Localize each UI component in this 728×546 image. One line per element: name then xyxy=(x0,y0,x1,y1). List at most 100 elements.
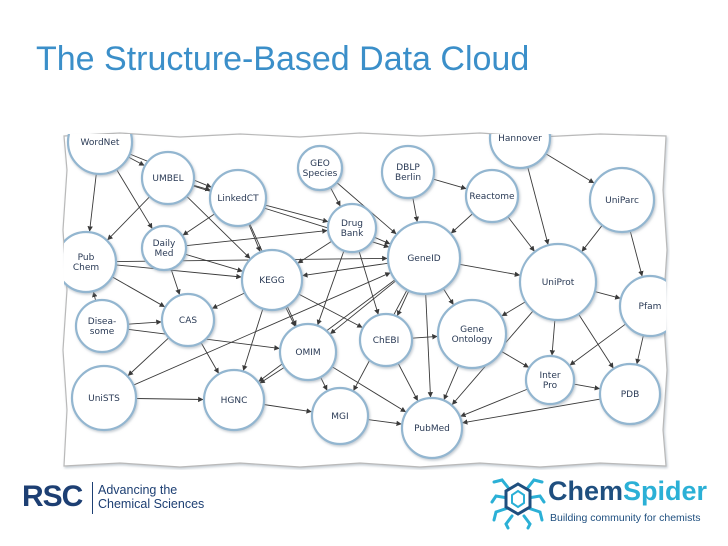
node-label-dailymed: Med xyxy=(154,249,173,259)
node-circle-chebi xyxy=(358,312,414,368)
node-circle-pfam xyxy=(618,274,666,338)
node-label-pfam: Pfam xyxy=(639,302,662,312)
edge-drugbank-geneid xyxy=(374,236,391,245)
edge-umbel-linkedct xyxy=(192,184,211,192)
edge-uniprot-pdb xyxy=(578,313,614,369)
chemspider-word-spider: Spider xyxy=(623,476,708,506)
node-label-dblp: Berlin xyxy=(395,173,421,183)
node-label-linkedct: LinkedCT xyxy=(217,194,259,204)
edge-dailymed-kegg xyxy=(184,253,243,273)
node-circle-linkedct xyxy=(208,168,268,228)
node-label-omim: OMIM xyxy=(295,348,320,358)
node-circle-geneontology xyxy=(436,298,508,370)
node-label-pubchem: Chem xyxy=(73,263,99,273)
node-circle-pdb xyxy=(598,362,662,426)
node-label-pubmed: PubMed xyxy=(414,424,450,434)
edge-hannover-uniparc xyxy=(545,153,595,184)
node-label-diseasome: some xyxy=(90,327,115,337)
edge-uniprot-interpro xyxy=(549,319,556,356)
node-label-chebi: ChEBI xyxy=(373,336,400,346)
edge-pfam-interpro xyxy=(569,323,627,366)
node-chebi: ChEBI xyxy=(358,312,414,368)
node-label-diseasome: Disea- xyxy=(88,317,116,327)
node-circle-wordnet xyxy=(66,134,134,176)
node-wordnet: WordNet xyxy=(66,134,134,176)
edge-mgi-pubmed xyxy=(367,419,402,427)
edge-kegg-hgnc xyxy=(242,308,264,371)
edge-reactome-uniprot xyxy=(507,216,535,252)
node-geneid: GeneID xyxy=(386,220,462,296)
edge-linkedct-kegg xyxy=(248,223,261,252)
chemspider-spider-icon xyxy=(490,478,546,530)
edge-cas-hgnc xyxy=(200,342,219,374)
node-cas: CAS xyxy=(160,292,216,348)
rsc-divider xyxy=(92,482,93,514)
edge-dblp-reactome xyxy=(432,178,467,190)
chemspider-logo: ChemSpider Building community for chemis… xyxy=(490,470,720,536)
node-circle-geneid xyxy=(386,220,462,296)
edge-umbel-kegg xyxy=(186,195,251,259)
node-label-dblp: DBLP xyxy=(396,163,420,173)
edge-pubchem-cas xyxy=(111,276,165,308)
node-hannover: Hannover xyxy=(488,134,552,170)
edge-dblp-geneid xyxy=(412,197,419,223)
node-pubmed: PubMed xyxy=(400,396,464,460)
edge-diseasome-pubchem xyxy=(92,291,98,301)
edge-drugbank-omim xyxy=(316,250,345,326)
edge-hannover-uniprot xyxy=(527,166,550,245)
node-label-reactome: Reactome xyxy=(469,192,515,202)
edge-wordnet-dailymed xyxy=(116,169,153,229)
rsc-tagline-line2: Chemical Sciences xyxy=(98,497,205,511)
node-label-geneontology: Gene xyxy=(460,325,484,335)
node-diseasome: Disea-some xyxy=(74,298,130,354)
node-circle-umbel xyxy=(140,150,196,206)
rsc-tagline: Advancing the Chemical Sciences xyxy=(98,483,204,511)
edge-geneid-uniprot xyxy=(459,263,521,277)
edge-uniparc-pfam xyxy=(629,230,644,277)
node-pdb: PDB xyxy=(598,362,662,426)
node-label-geo: GEO xyxy=(310,159,330,169)
node-circle-dailymed xyxy=(140,224,188,272)
node-circle-pubmed xyxy=(400,396,464,460)
node-label-unists: UniSTS xyxy=(88,394,120,404)
node-circle-omim xyxy=(278,322,338,382)
edge-omim-pubmed xyxy=(331,366,407,413)
edge-reactome-geneid xyxy=(450,213,474,234)
edge-geneid-chebi xyxy=(396,290,410,316)
edge-pubchem-kegg xyxy=(115,264,242,280)
edge-interpro-pdb xyxy=(573,383,601,391)
node-mgi: MGI xyxy=(310,386,370,446)
edge-linkedct-dailymed xyxy=(182,213,216,236)
edge-chebi-geneontology xyxy=(411,334,438,340)
node-label-geo: Species xyxy=(303,169,338,179)
edge-dailymed-cas xyxy=(170,268,181,295)
node-umbel: UMBEL xyxy=(140,150,196,206)
rsc-wordmark: RSC xyxy=(22,480,83,513)
node-label-uniprot: UniProt xyxy=(542,278,575,288)
edge-omim-hgnc xyxy=(259,366,285,384)
node-label-hgnc: HGNC xyxy=(221,396,248,406)
node-label-pubchem: Pub xyxy=(78,253,95,263)
node-circle-uniprot xyxy=(518,242,598,322)
node-linkedct: LinkedCT xyxy=(208,168,268,228)
edge-unists-geneid xyxy=(133,272,391,386)
edge-omim-mgi xyxy=(320,376,328,391)
node-circle-hannover xyxy=(488,134,552,170)
rsc-tagline-line1: Advancing the xyxy=(98,483,178,497)
edge-pdb-pubmed xyxy=(462,398,601,425)
node-unists: UniSTS xyxy=(70,364,138,432)
node-circle-interpro xyxy=(524,354,576,406)
node-uniparc: UniParc xyxy=(588,166,656,234)
edge-uniprot-geneontology xyxy=(501,301,526,317)
edge-geneid-geneontology xyxy=(442,288,454,305)
chemspider-wordmark: ChemSpider xyxy=(548,476,707,507)
edge-pfam-pdb xyxy=(635,335,644,365)
edge-drugbank-kegg xyxy=(297,240,333,264)
